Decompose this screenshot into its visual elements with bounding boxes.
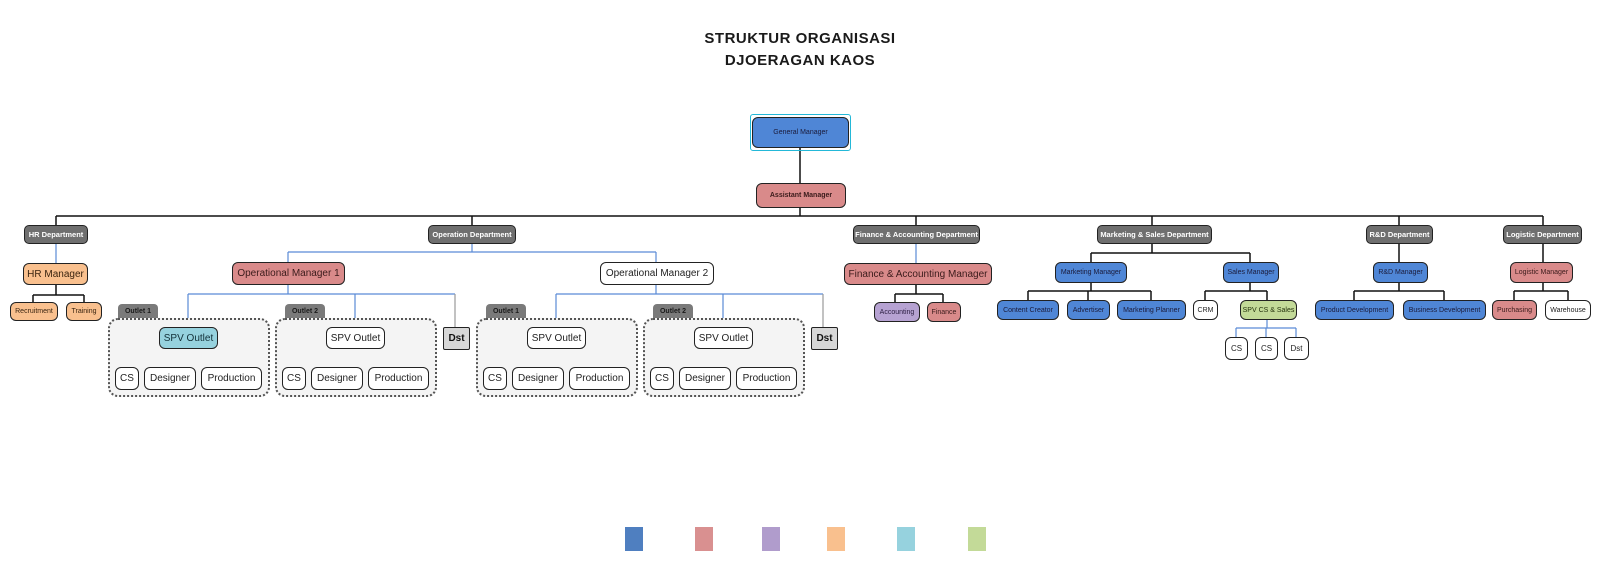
legend-swatch-red [695, 527, 713, 551]
marketing-department-node[interactable]: Marketing & Sales Department [1097, 225, 1212, 244]
designer-node[interactable]: Designer [311, 367, 363, 390]
advertiser-node[interactable]: Advertiser [1067, 300, 1110, 320]
recruitment-node[interactable]: Recruitment [10, 302, 58, 321]
chart-title-line-1: STRUKTUR ORGANISASI [704, 30, 896, 47]
hr-department-node[interactable]: HR Department [24, 225, 88, 244]
product-development-node[interactable]: Product Development [1315, 300, 1394, 320]
cs-node[interactable]: CS [115, 367, 139, 390]
dst-node[interactable]: Dst [1284, 337, 1309, 360]
general-manager-selection [750, 114, 851, 151]
production-node[interactable]: Production [201, 367, 262, 390]
legend-swatch-blue [625, 527, 643, 551]
operational-manager-1-node[interactable]: Operational Manager 1 [232, 262, 345, 285]
chart-title-line-2: DJOERAGAN KAOS [724, 52, 876, 69]
rnd-manager-node[interactable]: R&D Manager [1373, 262, 1428, 283]
marketing-manager-node[interactable]: Marketing Manager [1055, 262, 1127, 283]
operation-department-node[interactable]: Operation Department [428, 225, 516, 244]
cs-node[interactable]: CS [1225, 337, 1248, 360]
outlet-2-tab: Outlet 2 [285, 304, 325, 319]
crm-node[interactable]: CRM [1193, 300, 1218, 320]
legend-swatch-lightblue [897, 527, 915, 551]
hr-manager-node[interactable]: HR Manager [23, 263, 88, 285]
designer-node[interactable]: Designer [512, 367, 564, 390]
cs-node[interactable]: CS [650, 367, 674, 390]
designer-node[interactable]: Designer [679, 367, 731, 390]
outlet-1-tab: Outlet 1 [118, 304, 158, 319]
finance-node[interactable]: Finance [927, 302, 961, 322]
training-node[interactable]: Training [66, 302, 102, 321]
assistant-manager-node[interactable]: Assistant Manager [756, 183, 846, 208]
production-node[interactable]: Production [368, 367, 429, 390]
spv-outlet-node[interactable]: SPV Outlet [527, 327, 586, 349]
production-node[interactable]: Production [736, 367, 797, 390]
cs-node[interactable]: CS [483, 367, 507, 390]
logistic-department-node[interactable]: Logistic Department [1503, 225, 1582, 244]
outlet-1-tab: Outlet 1 [486, 304, 526, 319]
legend-swatch-orange [827, 527, 845, 551]
dst-node[interactable]: Dst [443, 327, 470, 350]
rnd-department-node[interactable]: R&D Department [1366, 225, 1433, 244]
accounting-node[interactable]: Accounting [874, 302, 920, 322]
spv-outlet-node[interactable]: SPV Outlet [159, 327, 218, 349]
warehouse-node[interactable]: Warehouse [1545, 300, 1591, 320]
content-creator-node[interactable]: Content Creator [997, 300, 1059, 320]
production-node[interactable]: Production [569, 367, 630, 390]
outlet-2-tab: Outlet 2 [653, 304, 693, 319]
spv-outlet-node[interactable]: SPV Outlet [326, 327, 385, 349]
designer-node[interactable]: Designer [144, 367, 196, 390]
sales-manager-node[interactable]: Sales Manager [1223, 262, 1279, 283]
business-development-node[interactable]: Business Development [1403, 300, 1486, 320]
marketing-planner-node[interactable]: Marketing Planner [1117, 300, 1186, 320]
purchasing-node[interactable]: Purchasing [1492, 300, 1537, 320]
spv-cs-sales-node[interactable]: SPV CS & Sales [1240, 300, 1297, 320]
finance-department-node[interactable]: Finance & Accounting Department [853, 225, 980, 244]
general-manager-node[interactable]: General Manager [752, 117, 849, 148]
finance-accounting-manager-node[interactable]: Finance & Accounting Manager [844, 263, 992, 285]
dst-node[interactable]: Dst [811, 327, 838, 350]
operational-manager-2-node[interactable]: Operational Manager 2 [600, 262, 714, 285]
cs-node[interactable]: CS [1255, 337, 1278, 360]
cs-node[interactable]: CS [282, 367, 306, 390]
logistic-manager-node[interactable]: Logistic Manager [1510, 262, 1573, 283]
legend-swatch-purple [762, 527, 780, 551]
spv-outlet-node[interactable]: SPV Outlet [694, 327, 753, 349]
legend-swatch-green [968, 527, 986, 551]
